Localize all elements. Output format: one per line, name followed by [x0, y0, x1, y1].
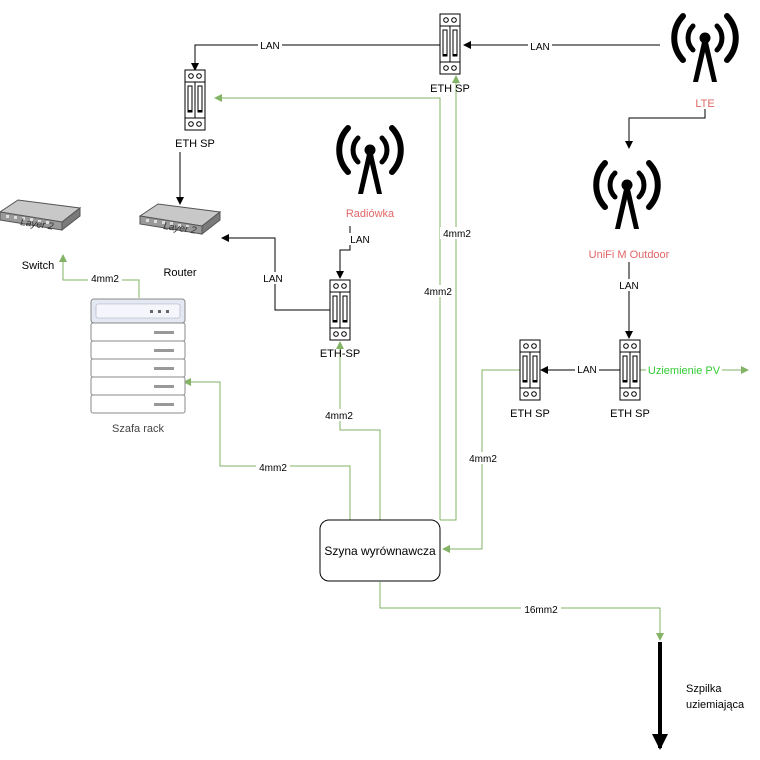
- edge-label-ground-busbar-top1: 4mm2: [440, 227, 474, 240]
- edge-label-ground-rack-switch: 4mm2: [88, 272, 122, 285]
- eth-sp-mid-label: ETH-SP: [320, 348, 360, 360]
- svg-text:4mm2: 4mm2: [469, 454, 497, 465]
- edge-label-lan-radiowka: LAN: [348, 233, 372, 246]
- edge-label-lan-right: LAN: [575, 363, 599, 376]
- edge-label-ground-busbar-top2: 4mm2: [421, 285, 455, 298]
- eth-sp-right-2-label: ETH SP: [610, 408, 650, 420]
- unifi-antenna-icon[interactable]: [596, 163, 658, 229]
- svg-text:LAN: LAN: [263, 274, 282, 285]
- svg-text:LAN: LAN: [350, 235, 369, 246]
- lte-label-box: LTE: [692, 96, 718, 110]
- radiowka-label-box: Radiówka: [342, 206, 398, 220]
- edge-ground-busbar-left: [214, 94, 441, 520]
- pv-ground-label-box: Uziemienie PV: [646, 363, 722, 377]
- edge-label-ground-busbar-mid: 4mm2: [322, 409, 356, 422]
- edge-ground-busbar-rack: [183, 378, 351, 520]
- svg-text:LAN: LAN: [619, 281, 638, 292]
- edge-label-ground-busbar-rack: 4mm2: [256, 461, 290, 474]
- switch-device-text: Layer 2: [20, 217, 55, 233]
- eth-sp-right-1[interactable]: [519, 339, 541, 401]
- eth-sp-top[interactable]: [439, 13, 461, 75]
- pv-ground-label: Uziemienie PV: [648, 365, 721, 377]
- busbar-box[interactable]: Szyna wyrównawcza: [319, 519, 441, 582]
- server-rack-icon[interactable]: [90, 298, 186, 414]
- svg-text:16mm2: 16mm2: [524, 605, 558, 616]
- switch-label: Switch: [22, 260, 54, 272]
- svg-text:4mm2: 4mm2: [325, 411, 353, 422]
- svg-text:LAN: LAN: [530, 42, 549, 53]
- svg-text:4mm2: 4mm2: [443, 229, 471, 240]
- rack-label: Szafa rack: [112, 423, 164, 435]
- busbar-label: Szyna wyrównawcza: [324, 544, 436, 558]
- edge-ground-busbar-top: [440, 75, 460, 521]
- edge-lan-top-left: [191, 44, 440, 71]
- svg-text:LAN: LAN: [260, 41, 279, 52]
- edge-label-lan-router: LAN: [261, 272, 285, 285]
- radiowka-label: Radiówka: [346, 208, 395, 220]
- lte-label: LTE: [695, 98, 714, 110]
- edge-label-lan-lte-top: LAN: [528, 40, 552, 53]
- eth-sp-right-1-label: ETH SP: [510, 408, 550, 420]
- eth-sp-mid[interactable]: [329, 279, 351, 341]
- eth-sp-left-label: ETH SP: [175, 138, 215, 150]
- router-icon[interactable]: Layer 2: [139, 203, 221, 237]
- svg-text:4mm2: 4mm2: [91, 274, 119, 285]
- svg-text:4mm2: 4mm2: [259, 463, 287, 474]
- edge-lan-lte-unifi: [625, 108, 706, 149]
- edge-ground-busbar-rod: [379, 582, 664, 641]
- router-label: Router: [163, 267, 196, 279]
- switch-icon[interactable]: Layer 2: [0, 199, 81, 233]
- grounding-rod-label-line1: Szpilka: [686, 683, 722, 695]
- edge-label-ground-busbar-rod: 16mm2: [521, 603, 561, 616]
- svg-text:4mm2: 4mm2: [424, 287, 452, 298]
- radiowka-antenna-icon[interactable]: [339, 128, 401, 194]
- edge-label-ground-busbar-right: 4mm2: [466, 452, 500, 465]
- unifi-label: UniFi M Outdoor: [589, 249, 670, 261]
- eth-sp-left[interactable]: [184, 69, 206, 131]
- router-device-text: Layer 2: [163, 221, 198, 237]
- unifi-label-box: UniFi M Outdoor: [584, 247, 674, 261]
- edge-label-lan-unifi: LAN: [617, 279, 641, 292]
- lte-antenna-icon[interactable]: [674, 16, 736, 82]
- eth-sp-top-label: ETH SP: [430, 83, 470, 95]
- edge-ground-busbar-mid: [336, 341, 381, 520]
- edge-label-lan-top-left: LAN: [258, 39, 282, 52]
- eth-sp-right-2[interactable]: [619, 339, 641, 401]
- svg-text:LAN: LAN: [577, 365, 596, 376]
- grounding-rod-label-line2: uziemiająca: [686, 699, 745, 711]
